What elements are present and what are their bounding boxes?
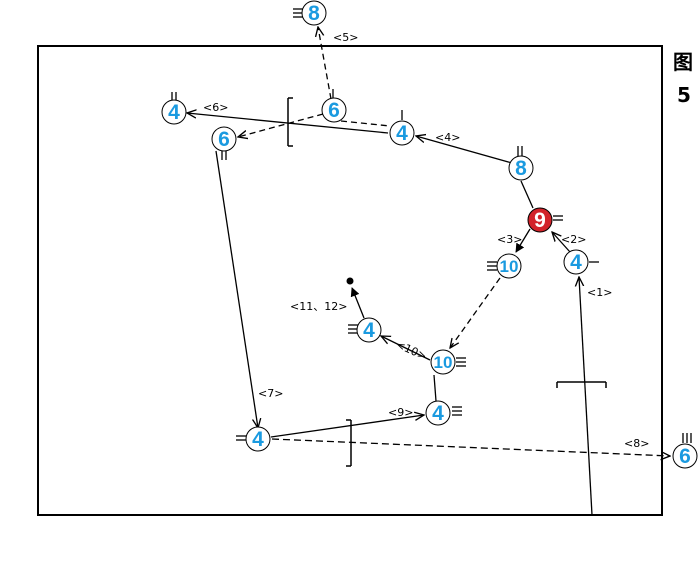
svg-text:4: 4 bbox=[252, 428, 264, 451]
screen-right bbox=[556, 381, 607, 388]
edge-10 bbox=[381, 336, 431, 361]
edge-6 bbox=[187, 113, 389, 134]
player-6-mid: 6 bbox=[321, 97, 347, 123]
player-4-center: 4 bbox=[356, 317, 382, 343]
edge-2 bbox=[552, 232, 571, 253]
label-11-12: <11、12> bbox=[290, 300, 347, 313]
edge-9 bbox=[270, 415, 424, 438]
svg-text:9: 9 bbox=[534, 209, 546, 232]
player-4-right: 4 bbox=[563, 249, 589, 275]
label-7: <7> bbox=[258, 387, 283, 400]
label-4: <4> bbox=[435, 131, 460, 144]
label-9: <9> bbox=[388, 406, 413, 419]
label-6: <6> bbox=[203, 101, 228, 114]
player-6-left: 6 bbox=[211, 126, 237, 152]
player-8-top: 8 bbox=[301, 0, 327, 26]
svg-text:4: 4 bbox=[363, 319, 375, 342]
edges bbox=[187, 27, 670, 516]
label-3: <3> bbox=[497, 233, 522, 246]
edge-8r-9 bbox=[520, 180, 534, 209]
player-8-right: 8 bbox=[508, 155, 534, 181]
player-4-bottom-left: 4 bbox=[245, 426, 271, 452]
shot-target-dot bbox=[346, 277, 354, 285]
edge-1 bbox=[579, 277, 593, 516]
svg-text:6: 6 bbox=[679, 445, 691, 468]
edge-4 bbox=[416, 136, 513, 164]
label-2: <2> bbox=[561, 233, 586, 246]
edge-3 bbox=[515, 228, 531, 253]
player-4-top: 4 bbox=[389, 120, 415, 146]
court-boundary bbox=[37, 45, 663, 516]
figure-number: 5 bbox=[677, 83, 691, 107]
label-10: <10> bbox=[394, 338, 429, 363]
edge-7 bbox=[215, 150, 258, 428]
figure-char: 图 bbox=[673, 50, 693, 74]
edge-10bc-10b bbox=[433, 374, 437, 402]
svg-text:10: 10 bbox=[434, 353, 453, 372]
svg-text:4: 4 bbox=[168, 101, 180, 124]
edge-10a-10b bbox=[450, 277, 501, 348]
screen-top bbox=[287, 97, 293, 147]
edge-11 bbox=[350, 287, 365, 319]
player-6-far-right: 6 bbox=[672, 443, 698, 469]
label-8: <8> bbox=[624, 437, 649, 450]
player-4-top-left: 4 bbox=[161, 99, 187, 125]
edge-5b bbox=[340, 120, 391, 127]
player-10-center: 10 bbox=[430, 349, 456, 375]
svg-text:6: 6 bbox=[328, 99, 340, 122]
svg-text:4: 4 bbox=[432, 402, 444, 425]
label-5: <5> bbox=[333, 31, 358, 44]
player-10-right: 10 bbox=[496, 253, 522, 279]
label-1: <1> bbox=[587, 286, 612, 299]
svg-text:4: 4 bbox=[570, 251, 582, 274]
svg-text:6: 6 bbox=[218, 128, 230, 151]
svg-text:8: 8 bbox=[308, 2, 320, 25]
edge-5 bbox=[318, 27, 332, 100]
player-4-bottom-center: 4 bbox=[425, 400, 451, 426]
screen-bottom bbox=[346, 419, 352, 467]
edge-8 bbox=[271, 438, 670, 456]
edge-6b bbox=[238, 113, 324, 137]
svg-text:4: 4 bbox=[396, 122, 408, 145]
svg-text:8: 8 bbox=[515, 157, 527, 180]
edge-labels: <1> <2> <3> <4> <5> <6> <7> <8> <9> <10>… bbox=[203, 31, 649, 450]
player-9-highlight: 9 bbox=[527, 207, 553, 233]
svg-text:10: 10 bbox=[500, 257, 519, 276]
